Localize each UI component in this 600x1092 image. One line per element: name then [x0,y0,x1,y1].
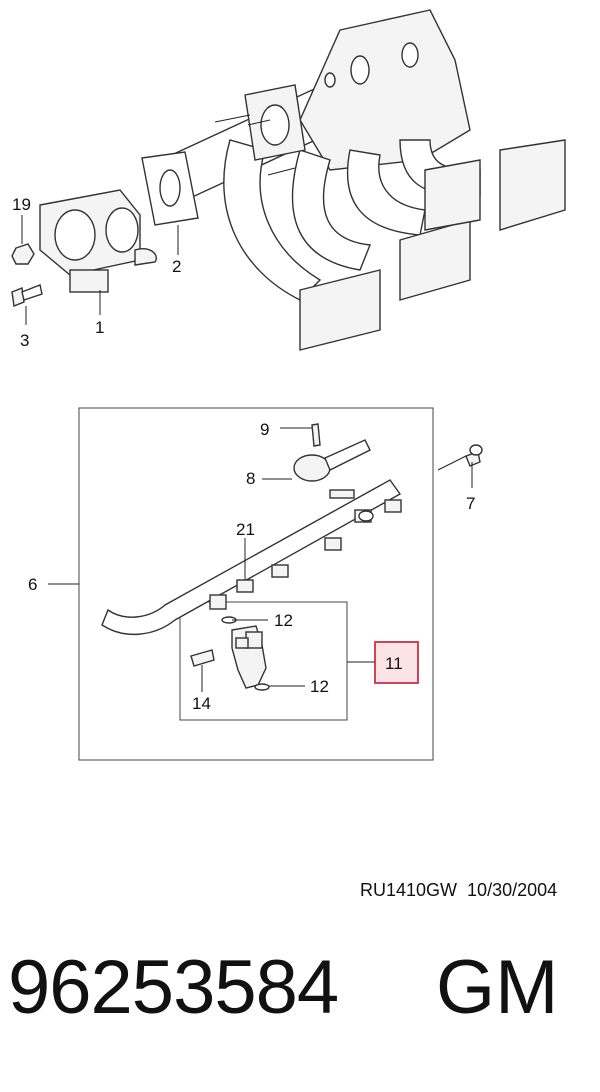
bolt-7 [465,444,483,467]
drawing-date: 10/30/2004 [467,880,558,900]
drawing-reference: RU1410GW 10/30/2004 [360,880,557,901]
nut [11,243,35,265]
injector-subframe [179,601,348,721]
callout-12-top: 12 [274,611,293,630]
callout-14: 14 [192,694,211,713]
fuel-rail [101,479,402,636]
o-ring-bottom [254,683,270,691]
intake-manifold [148,9,566,351]
throttle-gasket [141,151,199,226]
highlight-box-11[interactable] [374,641,419,684]
drawing-code: RU1410GW [360,880,458,900]
callout-7: 7 [466,494,475,513]
callout-9: 9 [260,420,269,439]
callout-3: 3 [20,331,29,350]
callout-19: 19 [12,195,31,214]
callout-8: 8 [246,469,255,488]
bolt [11,284,43,307]
callout-12-bottom: 12 [310,677,329,696]
assembly-frame [78,407,434,761]
pressure-regulator [293,439,371,499]
callout-6: 6 [28,575,37,594]
callout-21: 21 [236,520,255,539]
part-number: 96253584 [8,945,339,1030]
brand-name: GM [436,945,559,1030]
part-footer: 96253584 GM [8,950,598,1050]
callout-2: 2 [172,257,181,276]
screw-9 [311,423,321,447]
callout-11: 11 [385,654,403,673]
parts-diagram: 19 2 3 1 [11,9,566,761]
throttle-body [39,189,157,293]
callout-1: 1 [95,318,104,337]
injector-clip [190,649,215,667]
fuel-injector [231,625,267,689]
